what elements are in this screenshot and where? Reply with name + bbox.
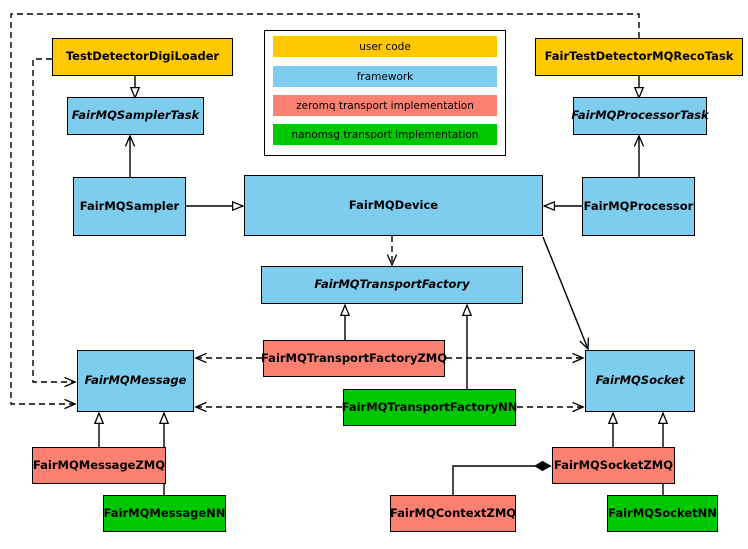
class-label: FairMQSocketZMQ <box>554 457 673 472</box>
legend-label-zeromq: zeromq transport implementation <box>296 99 474 112</box>
class-label: FairMQMessage <box>84 373 187 388</box>
class-box-fairmqmessagezmq[interactable]: FairMQMessageZMQ <box>32 447 166 484</box>
class-box-fairmqsocket[interactable]: FairMQSocket <box>585 350 695 412</box>
class-label: FairMQProcessorTask <box>571 108 709 123</box>
class-label: TestDetectorDigiLoader <box>65 49 220 64</box>
class-label: FairMQMessageZMQ <box>32 457 166 472</box>
class-label: FairTestDetectorMQRecoTask <box>544 49 734 64</box>
class-label: FairMQTransportFactoryZMQ <box>261 350 448 365</box>
class-box-fairmqtransportfactory[interactable]: FairMQTransportFactory <box>261 266 523 304</box>
class-box-fairmqdevice[interactable]: FairMQDevice <box>244 175 543 236</box>
legend-item-framework: framework <box>273 66 497 87</box>
class-label: FairMQDevice <box>348 197 439 212</box>
class-label: FairMQTransportFactory <box>314 277 470 292</box>
class-box-fairmqprocessor[interactable]: FairMQProcessor <box>582 177 695 236</box>
class-box-fairmqcontextzmq[interactable]: FairMQContextZMQ <box>390 495 516 532</box>
legend-label-user-code: user code <box>359 40 411 53</box>
legend-item-user-code: user code <box>273 36 497 57</box>
legend-label-nanomsg: nanomsg transport implementation <box>291 128 479 141</box>
class-box-testdetectordigiloader[interactable]: TestDetectorDigiLoader <box>52 38 233 76</box>
class-box-fairmqsamplertask[interactable]: FairMQSamplerTask <box>67 97 204 135</box>
class-box-fairtestdetectormqrecotask[interactable]: FairTestDetectorMQRecoTask <box>535 38 743 76</box>
class-label: FairMQContextZMQ <box>389 505 517 520</box>
class-label: FairMQSocketNN <box>608 505 717 520</box>
class-box-fairmqsocketzmq[interactable]: FairMQSocketZMQ <box>552 447 675 484</box>
legend-item-nanomsg: nanomsg transport implementation <box>273 124 497 145</box>
class-label: FairMQTransportFactoryNN <box>341 399 518 414</box>
class-label: FairMQSampler <box>79 198 180 213</box>
class-box-fairmqmessagenn[interactable]: FairMQMessageNN <box>103 495 226 532</box>
legend-item-zeromq: zeromq transport implementation <box>273 95 497 116</box>
class-box-fairmqsocketnn[interactable]: FairMQSocketNN <box>607 495 718 532</box>
legend-label-framework: framework <box>356 70 414 83</box>
class-label: FairMQSocket <box>595 373 685 388</box>
class-box-fairmqtransportfactoryzmq[interactable]: FairMQTransportFactoryZMQ <box>261 340 448 377</box>
class-box-fairmqsampler[interactable]: FairMQSampler <box>73 177 186 236</box>
class-label: FairMQSamplerTask <box>71 108 200 123</box>
class-box-fairmqtransportfactorynn[interactable]: FairMQTransportFactoryNN <box>341 389 518 426</box>
class-label: FairMQProcessor <box>583 198 694 213</box>
class-label: FairMQMessageNN <box>103 505 226 520</box>
class-box-fairmqmessage[interactable]: FairMQMessage <box>77 350 194 412</box>
class-box-fairmqprocessortask[interactable]: FairMQProcessorTask <box>571 97 709 135</box>
